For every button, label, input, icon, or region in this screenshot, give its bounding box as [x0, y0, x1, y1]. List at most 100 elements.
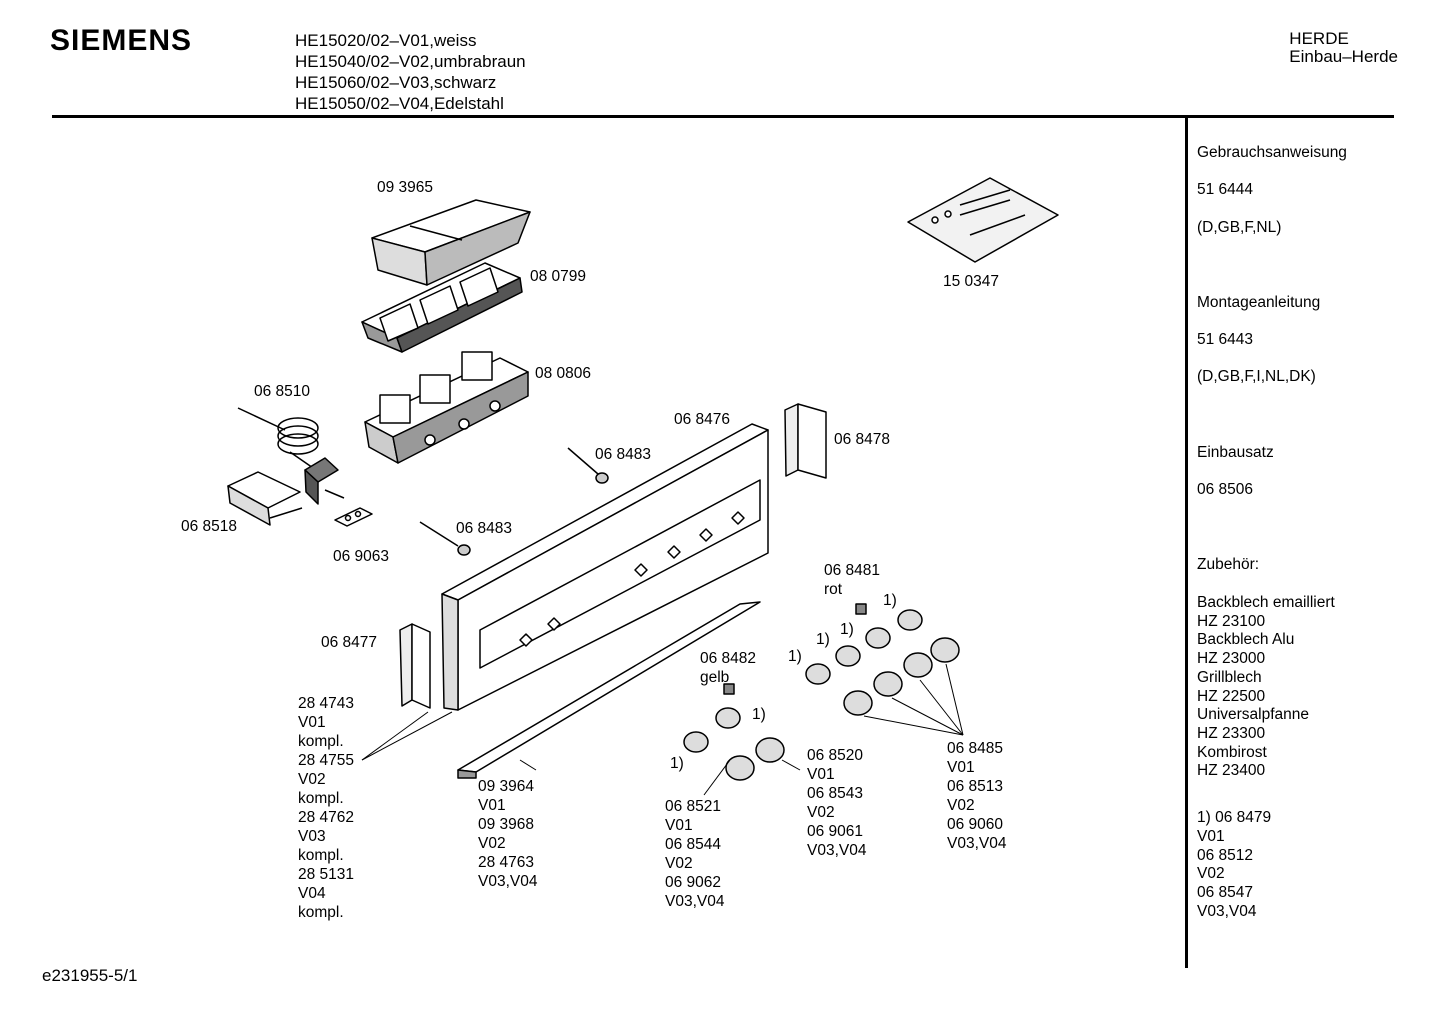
label-068483-lower: 06 8483: [456, 520, 512, 537]
footnote-marker: 1): [883, 592, 897, 609]
tray-part: [371, 199, 531, 286]
block-line: V01: [947, 759, 975, 776]
block-line: 06 8543: [807, 785, 863, 802]
label-block-knob-c: 06 8485 V01 06 8513 V02 06 9060 V03,V04: [947, 740, 1007, 852]
block-line: V03: [298, 828, 326, 845]
label-080799: 08 0799: [530, 268, 586, 285]
manual-info: Gebrauchsanweisung 51 6444 (D,GB,F,NL): [1197, 125, 1397, 256]
lamp-cover-red: [855, 603, 867, 615]
block-line: V03,V04: [947, 835, 1007, 852]
header-divider: [52, 115, 1394, 118]
kit-label: Einbausatz: [1197, 443, 1274, 461]
model-line: HE15040/02–V02,umbrabraun: [295, 52, 526, 71]
footnote-marker: 1): [788, 648, 802, 665]
block-line: 06 8521: [665, 798, 721, 815]
accessories-heading: Zubehör:: [1197, 556, 1260, 574]
block-line: V02: [478, 835, 506, 852]
label-gelb: gelb: [700, 669, 729, 686]
mounting-kit-bag: [907, 177, 1059, 263]
switch-block-part: [364, 351, 529, 464]
leader-lines: [361, 663, 964, 796]
category-subtitle: Einbau–Herde: [1289, 47, 1398, 66]
block-line: 28 5131: [298, 866, 354, 883]
side-bracket-left: [399, 623, 431, 709]
frame-part: [361, 262, 523, 353]
block-line: 28 4762: [298, 809, 354, 826]
kit-number: 06 8506: [1197, 480, 1254, 498]
model-line: HE15060/02–V03,schwarz: [295, 73, 497, 92]
block-line: V02: [947, 797, 975, 814]
document-id: e231955-5/1: [42, 966, 138, 985]
footnote: 1) 06 8479 V01 06 8512 V02 06 8547 V03,V…: [1197, 809, 1272, 920]
trim-strip-part: [457, 601, 761, 779]
gasket-part: [334, 507, 373, 527]
model-list: HE15020/02–V01,weiss HE15040/02–V02,umbr…: [295, 30, 526, 114]
label-068481: 06 8481: [824, 562, 880, 579]
label-068482: 06 8482: [700, 650, 756, 667]
block-line: 06 8485: [947, 740, 1003, 757]
manual-languages: (D,GB,F,NL): [1197, 218, 1282, 236]
block-line: V04: [298, 885, 326, 902]
footnote-marker: 1): [752, 706, 766, 723]
block-line: 09 3968: [478, 816, 534, 833]
lamp-cover-yellow: [723, 683, 735, 695]
indicator-lamp-part: [419, 447, 609, 556]
manual-label: Gebrauchsanweisung: [1197, 143, 1347, 161]
selector-switch-part: [227, 471, 303, 526]
block-line: 06 9061: [807, 823, 863, 840]
label-150347: 15 0347: [943, 273, 999, 290]
sidebar-divider: [1185, 118, 1188, 968]
category-title: HERDE: [1289, 29, 1349, 48]
footnote-marker: 1): [816, 631, 830, 648]
label-block-strip: 09 3964 V01 09 3968 V02 28 4763 V03,V04: [478, 778, 538, 890]
label-080806: 08 0806: [535, 365, 591, 382]
regulator-part: [304, 457, 345, 505]
install-label: Montageanleitung: [1197, 293, 1321, 311]
block-line: 06 9060: [947, 816, 1003, 833]
label-block-knob-a: 06 8521 V01 06 8544 V02 06 9062 V03,V04: [665, 798, 725, 910]
block-line: V03,V04: [665, 893, 725, 910]
block-line: V01: [665, 817, 693, 834]
knob-group-middle: [683, 707, 785, 781]
label-block-knob-b: 06 8520 V01 06 8543 V02 06 9061 V03,V04: [807, 747, 867, 859]
label-068477: 06 8477: [321, 634, 377, 651]
block-line: V03,V04: [478, 873, 538, 890]
footnote-marker: 1): [840, 621, 854, 638]
block-line: 06 8513: [947, 778, 1003, 795]
block-line: V01: [298, 714, 326, 731]
sidebar: Gebrauchsanweisung 51 6444 (D,GB,F,NL) M…: [1197, 125, 1397, 921]
block-line: V03,V04: [807, 842, 867, 859]
knob-group-right: [805, 609, 960, 716]
accessories-list: Backblech emailliert HZ 23100 Backblech …: [1197, 594, 1335, 780]
block-line: 06 9062: [665, 874, 721, 891]
kit-info: Einbausatz 06 8506: [1197, 425, 1397, 519]
label-068483-upper: 06 8483: [595, 446, 651, 463]
control-panel-part: [441, 423, 769, 711]
label-rot: rot: [824, 581, 843, 598]
block-line: kompl.: [298, 733, 344, 750]
block-line: V01: [478, 797, 506, 814]
block-line: 06 8544: [665, 836, 721, 853]
side-bracket-right: [784, 403, 827, 479]
block-line: 28 4763: [478, 854, 534, 871]
block-line: kompl.: [298, 847, 344, 864]
block-line: 06 8520: [807, 747, 863, 764]
block-line: V01: [807, 766, 835, 783]
install-languages: (D,GB,F,I,NL,DK): [1197, 368, 1316, 386]
block-line: V02: [665, 855, 693, 872]
category: HERDE Einbau–Herde: [1289, 30, 1398, 66]
install-number: 51 6443: [1197, 331, 1254, 349]
model-line: HE15020/02–V01,weiss: [295, 31, 477, 50]
brand-logo: SIEMENS: [50, 24, 193, 57]
block-line: 28 4755: [298, 752, 354, 769]
label-068510: 06 8510: [254, 383, 310, 400]
block-line: V02: [298, 771, 326, 788]
label-068518: 06 8518: [181, 518, 237, 535]
label-069063: 06 9063: [333, 548, 389, 565]
manual-number: 51 6444: [1197, 181, 1254, 199]
block-line: kompl.: [298, 790, 344, 807]
block-line: 09 3964: [478, 778, 534, 795]
part-labels: 09 3965 08 0799 08 0806 15 0347 06 8510 …: [181, 179, 999, 772]
label-block-panel: 28 4743 V01 kompl. 28 4755 V02 kompl. 28…: [298, 695, 354, 921]
